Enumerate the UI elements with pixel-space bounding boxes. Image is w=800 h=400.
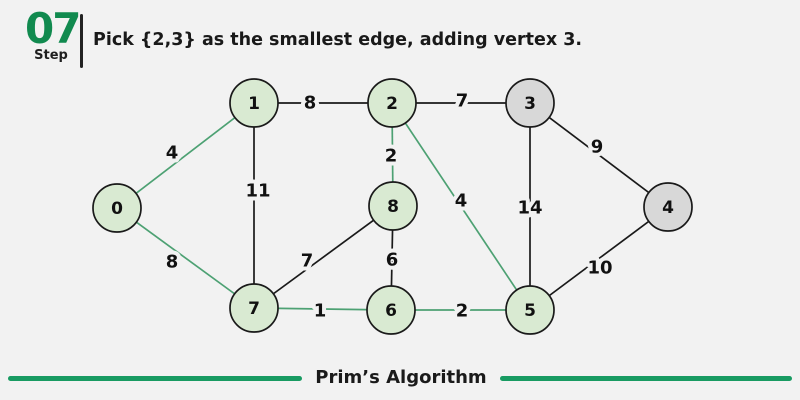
graph-node-label-0: 0 (111, 199, 123, 219)
step-statement: Pick {2,3} as the smallest edge, adding … (93, 30, 583, 50)
edge-weight-7-6: 1 (314, 301, 327, 322)
graph-node-label-4: 4 (662, 198, 674, 218)
edge-weight-0-7: 8 (166, 252, 179, 273)
edge-3-4 (529, 102, 669, 208)
graph-node-6 (366, 285, 416, 335)
edge-weight-2-3: 7 (456, 91, 469, 112)
graph-node-4 (643, 182, 693, 232)
graph-node-label-5: 5 (524, 301, 536, 321)
header-divider (80, 14, 83, 68)
edge-weight-5-4: 10 (587, 258, 612, 279)
edge-weight-2-8: 2 (385, 146, 398, 167)
graph-node-5 (505, 285, 555, 335)
edge-weight-6-5: 2 (456, 301, 469, 322)
edge-weight-3-4: 9 (591, 137, 604, 158)
graph-node-2 (367, 78, 417, 128)
step-block: 07 Step (25, 4, 81, 64)
edge-0-1 (116, 102, 255, 209)
edge-2-5 (391, 102, 531, 311)
edge-weight-7-8: 7 (301, 251, 314, 272)
graph-node-label-8: 8 (387, 197, 399, 217)
edge-weight-3-5: 14 (517, 198, 542, 219)
graph-node-label-3: 3 (524, 94, 536, 114)
edge-5-4 (529, 206, 669, 311)
graph-node-7 (229, 283, 279, 333)
footer-rule-left (8, 375, 303, 381)
edge-weight-0-1: 4 (166, 143, 179, 164)
edge-7-8 (253, 205, 394, 309)
footer-title: Prim’s Algorithm (315, 367, 487, 388)
edge-weight-1-2: 8 (304, 93, 317, 114)
graph-node-label-6: 6 (385, 301, 397, 321)
graph-node-0 (92, 183, 142, 233)
footer-rule-right (499, 375, 792, 381)
edge-weight-8-6: 6 (386, 250, 399, 271)
graph-node-label-1: 1 (248, 94, 260, 114)
edge-weight-2-5: 4 (455, 191, 468, 212)
graph-node-8 (368, 181, 418, 231)
graph-node-3 (505, 78, 555, 128)
step-label: Step (34, 48, 68, 63)
edge-weight-1-7: 11 (245, 181, 270, 202)
footer: Prim’s Algorithm (0, 367, 800, 389)
step-number: 07 (25, 4, 81, 53)
graph-node-label-2: 2 (386, 94, 398, 114)
graph-node-label-7: 7 (248, 299, 260, 319)
edge-0-7 (116, 207, 255, 309)
graph-node-1 (229, 78, 279, 128)
